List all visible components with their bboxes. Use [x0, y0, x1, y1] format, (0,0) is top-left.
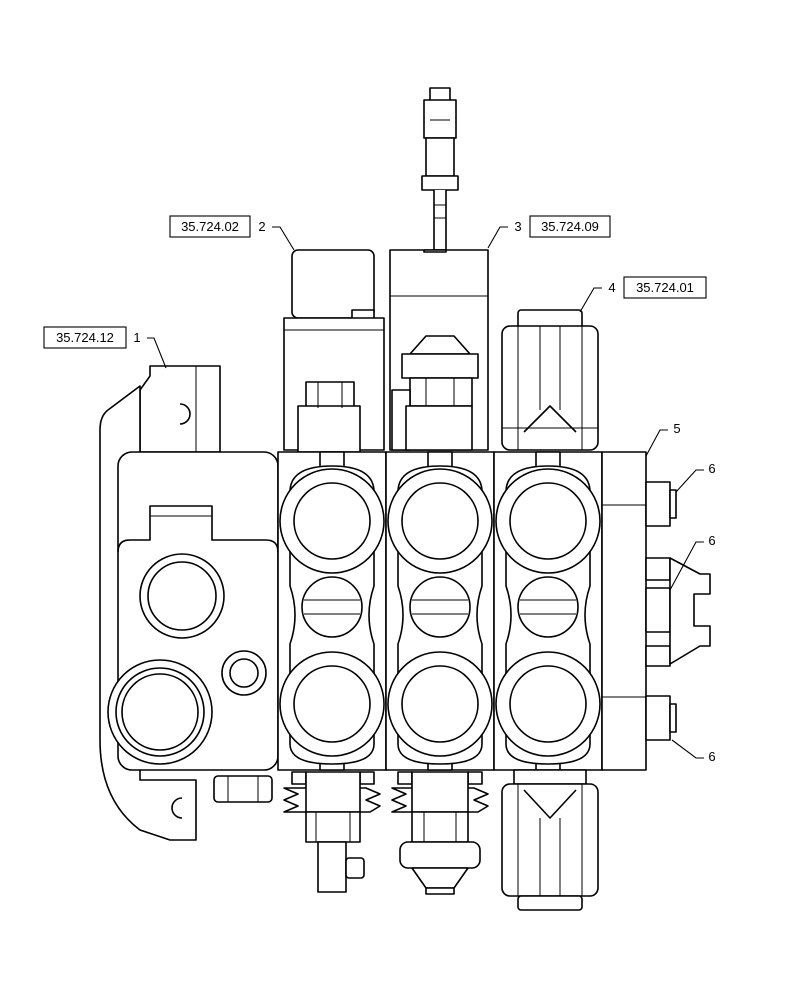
solenoid-block-3 [389, 249, 489, 451]
reference-1[interactable]: 35.724.12 1 [43, 326, 167, 369]
callout-6-top-label: 6 [708, 461, 715, 476]
spool-end-2 [391, 771, 489, 895]
plug-top [645, 481, 677, 527]
callout-5: 5 [645, 421, 681, 457]
valve-section-3 [493, 451, 603, 771]
electrical-connector [421, 87, 459, 251]
valve-section-1 [277, 451, 387, 771]
callout-6-top: 6 [675, 461, 716, 493]
end-cover [601, 451, 647, 771]
reference-2-code: 35.724.02 [181, 219, 239, 234]
reference-4-item: 4 [608, 280, 615, 295]
reference-4[interactable]: 35.724.01 4 [579, 276, 707, 313]
solenoid-coil-4 [501, 309, 599, 451]
inlet-housing [99, 365, 279, 841]
valve-section-2 [385, 451, 495, 771]
reference-2-item: 2 [258, 219, 265, 234]
spool-end-1 [283, 771, 381, 893]
solenoid-bottom [501, 769, 599, 911]
reference-3-code: 35.724.09 [541, 219, 599, 234]
reference-1-code: 35.724.12 [56, 330, 114, 345]
callout-6-middle: 6 [669, 533, 716, 591]
reference-4-code: 35.724.01 [636, 280, 694, 295]
callout-6-middle-label: 6 [708, 533, 715, 548]
reference-3[interactable]: 35.724.09 3 [487, 215, 611, 249]
plug-middle [645, 557, 711, 667]
callout-6-bottom-label: 6 [708, 749, 715, 764]
reference-3-item: 3 [514, 219, 521, 234]
callout-6-bottom: 6 [671, 739, 716, 764]
reference-2[interactable]: 35.724.02 2 [169, 215, 295, 251]
reference-1-item: 1 [133, 330, 140, 345]
solenoid-coil-2 [283, 249, 385, 453]
plug-bottom [645, 695, 677, 741]
callout-5-label: 5 [673, 421, 680, 436]
